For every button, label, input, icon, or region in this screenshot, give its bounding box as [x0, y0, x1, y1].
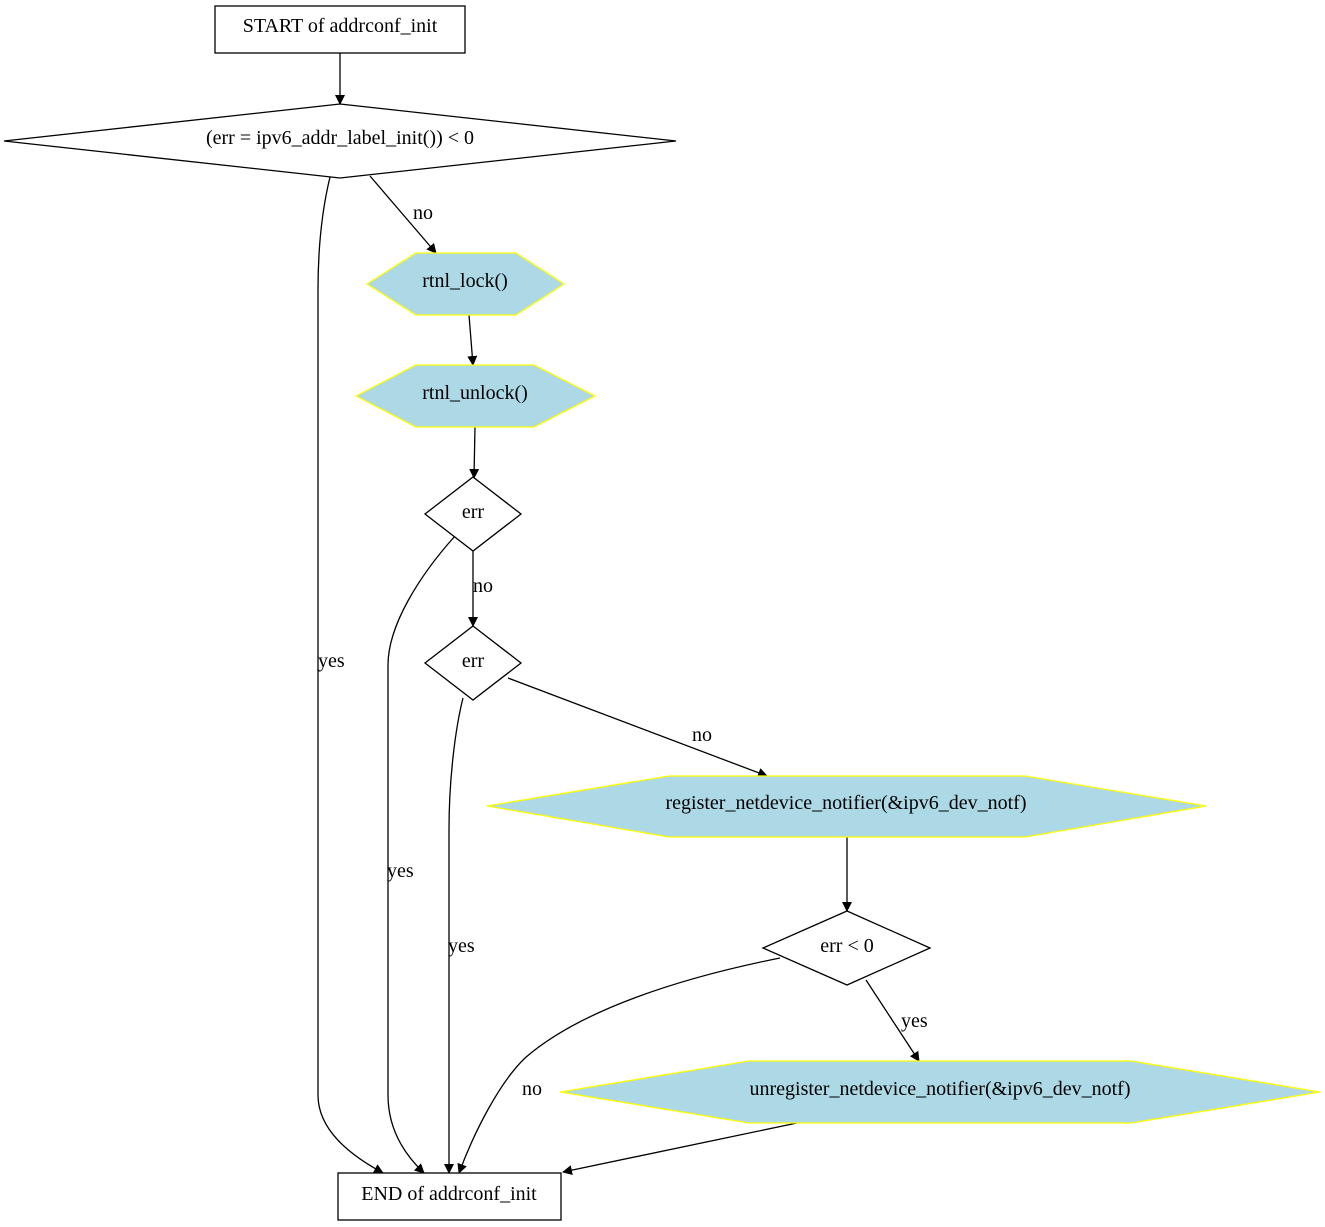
call-rtnl-lock: rtnl_lock() — [365, 252, 566, 316]
end-node: END of addrconf_init — [337, 1172, 562, 1221]
call-rtnl-lock-text: rtnl_lock() — [422, 270, 508, 292]
edge-label-init-no — [369, 175, 437, 254]
edge-label-err1-yes: yes — [387, 860, 414, 882]
nodes: START of addrconf_init (err = ipv6_addr_… — [3, 5, 1321, 1221]
edge-errlt0-yes — [865, 979, 920, 1062]
decision-label-init: (err = ipv6_addr_label_init()) < 0 — [3, 103, 677, 179]
edge-label-err2-yes: yes — [448, 935, 475, 957]
decision-err-1: err — [423, 476, 523, 552]
edge-unlock-to-err1 — [469, 426, 480, 479]
decision-label-init-text: (err = ipv6_addr_label_init()) < 0 — [206, 127, 474, 149]
edge-label-err2-no: no — [692, 724, 712, 746]
start-node: START of addrconf_init — [214, 5, 466, 54]
edge-label-errlt0-no: no — [522, 1078, 542, 1100]
edge-errlt0-no — [457, 957, 781, 1174]
edge-err2-yes — [444, 697, 464, 1174]
edge-label-label-init-no: no — [413, 202, 433, 224]
decision-err-lt-0-text: err < 0 — [820, 935, 873, 957]
decision-err-1-text: err — [462, 501, 485, 523]
call-unregister-notifier: unregister_netdevice_notifier(&ipv6_dev_… — [559, 1060, 1321, 1124]
decision-err-lt-0: err < 0 — [761, 910, 932, 986]
edge-err1-yes — [387, 535, 456, 1174]
decision-err-2: err — [423, 625, 523, 701]
edge-label-label-init-yes: yes — [318, 650, 345, 672]
edges: no yes no yes no yes yes no — [317, 53, 928, 1176]
end-label: END of addrconf_init — [361, 1183, 537, 1205]
edge-label-errlt0-yes: yes — [901, 1010, 928, 1032]
call-unregister-notifier-text: unregister_netdevice_notifier(&ipv6_dev_… — [750, 1078, 1131, 1100]
call-register-notifier-text: register_netdevice_notifier(&ipv6_dev_no… — [666, 792, 1027, 814]
call-register-notifier: register_netdevice_notifier(&ipv6_dev_no… — [486, 775, 1207, 838]
decision-err-2-text: err — [462, 650, 485, 672]
call-rtnl-unlock-text: rtnl_unlock() — [422, 382, 528, 404]
start-label: START of addrconf_init — [243, 15, 438, 37]
edge-unregister-to-end — [562, 1122, 798, 1176]
call-rtnl-unlock: rtnl_unlock() — [354, 364, 597, 428]
edge-err2-no — [507, 677, 768, 778]
edge-lock-to-unlock — [467, 314, 478, 366]
edge-label-init-yes — [317, 176, 384, 1174]
edge-label-err1-no: no — [473, 575, 493, 597]
